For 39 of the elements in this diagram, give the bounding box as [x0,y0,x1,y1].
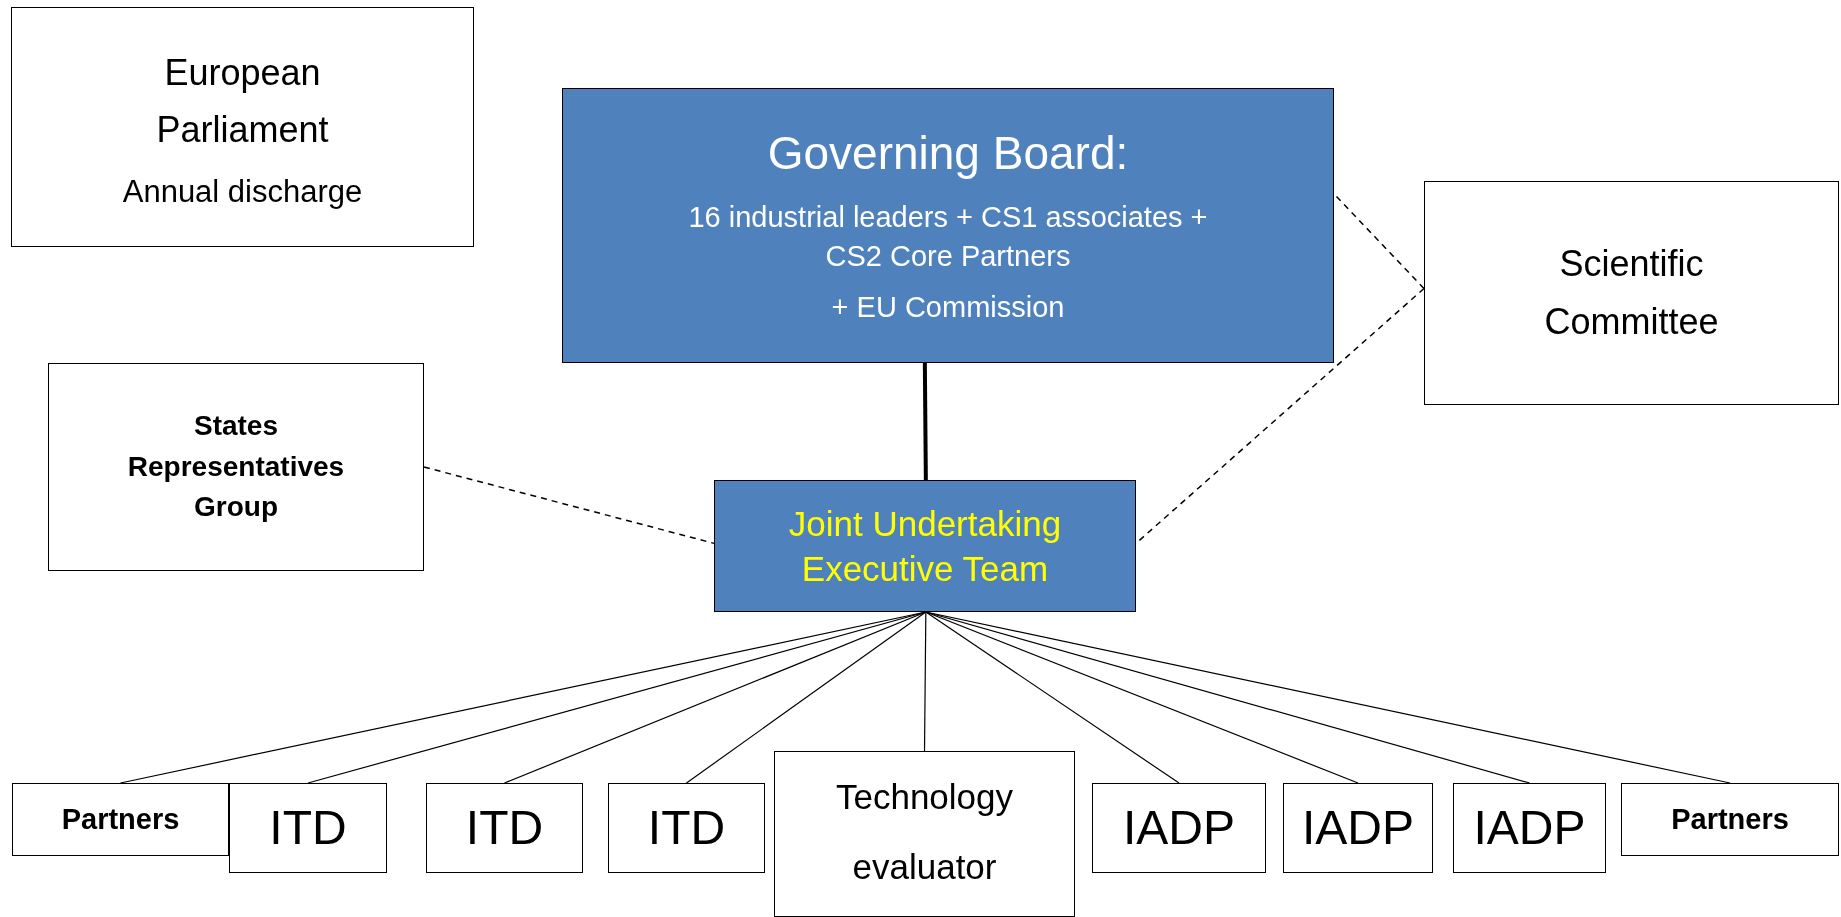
heading-text: Scientific Committee [1543,242,1720,344]
connector-line [685,611,927,784]
heading-text: Joint Undertaking Executive Team [787,502,1063,590]
connector-line [503,611,927,784]
program-box [1283,783,1433,873]
heading-text: ITD [647,800,726,857]
partner-box [1621,783,1839,856]
body-text: 16 industrial leaders + CS1 associates + CS2 Core Partners [687,199,1209,274]
org-box [48,363,424,571]
dashed-connector [423,466,715,545]
dashed-connector [1333,193,1425,290]
heading-text: ITD [465,800,544,857]
board-box [562,88,1334,363]
program-box [426,783,583,873]
program-box [229,783,387,873]
connector-line [925,611,1359,784]
connector-line [925,611,1180,784]
body-text: + EU Commission [831,289,1065,325]
partner-box [12,783,229,856]
org-box [11,7,474,247]
heading-text: Technology evaluator [834,776,1015,888]
heading-text: IADP [1302,800,1414,857]
program-box [1092,783,1266,873]
program-box [608,783,765,873]
heading-text: Partners [1671,802,1789,837]
heading-text: European Parliament [155,50,330,153]
evaluator-box [774,751,1075,917]
connector-line [923,611,927,752]
heading-text: IADP [1123,800,1235,857]
heading-text: Governing Board: [767,126,1129,182]
heading-text: ITD [269,800,347,857]
body-text: Annual discharge [122,173,363,211]
org-box [1424,181,1839,405]
program-box [1453,783,1606,873]
heading-text: Partners [61,802,180,837]
connector-line [922,362,928,480]
heading-text: States Representatives Group [126,409,346,525]
heading-text: IADP [1473,800,1586,857]
executive-box [714,480,1136,612]
